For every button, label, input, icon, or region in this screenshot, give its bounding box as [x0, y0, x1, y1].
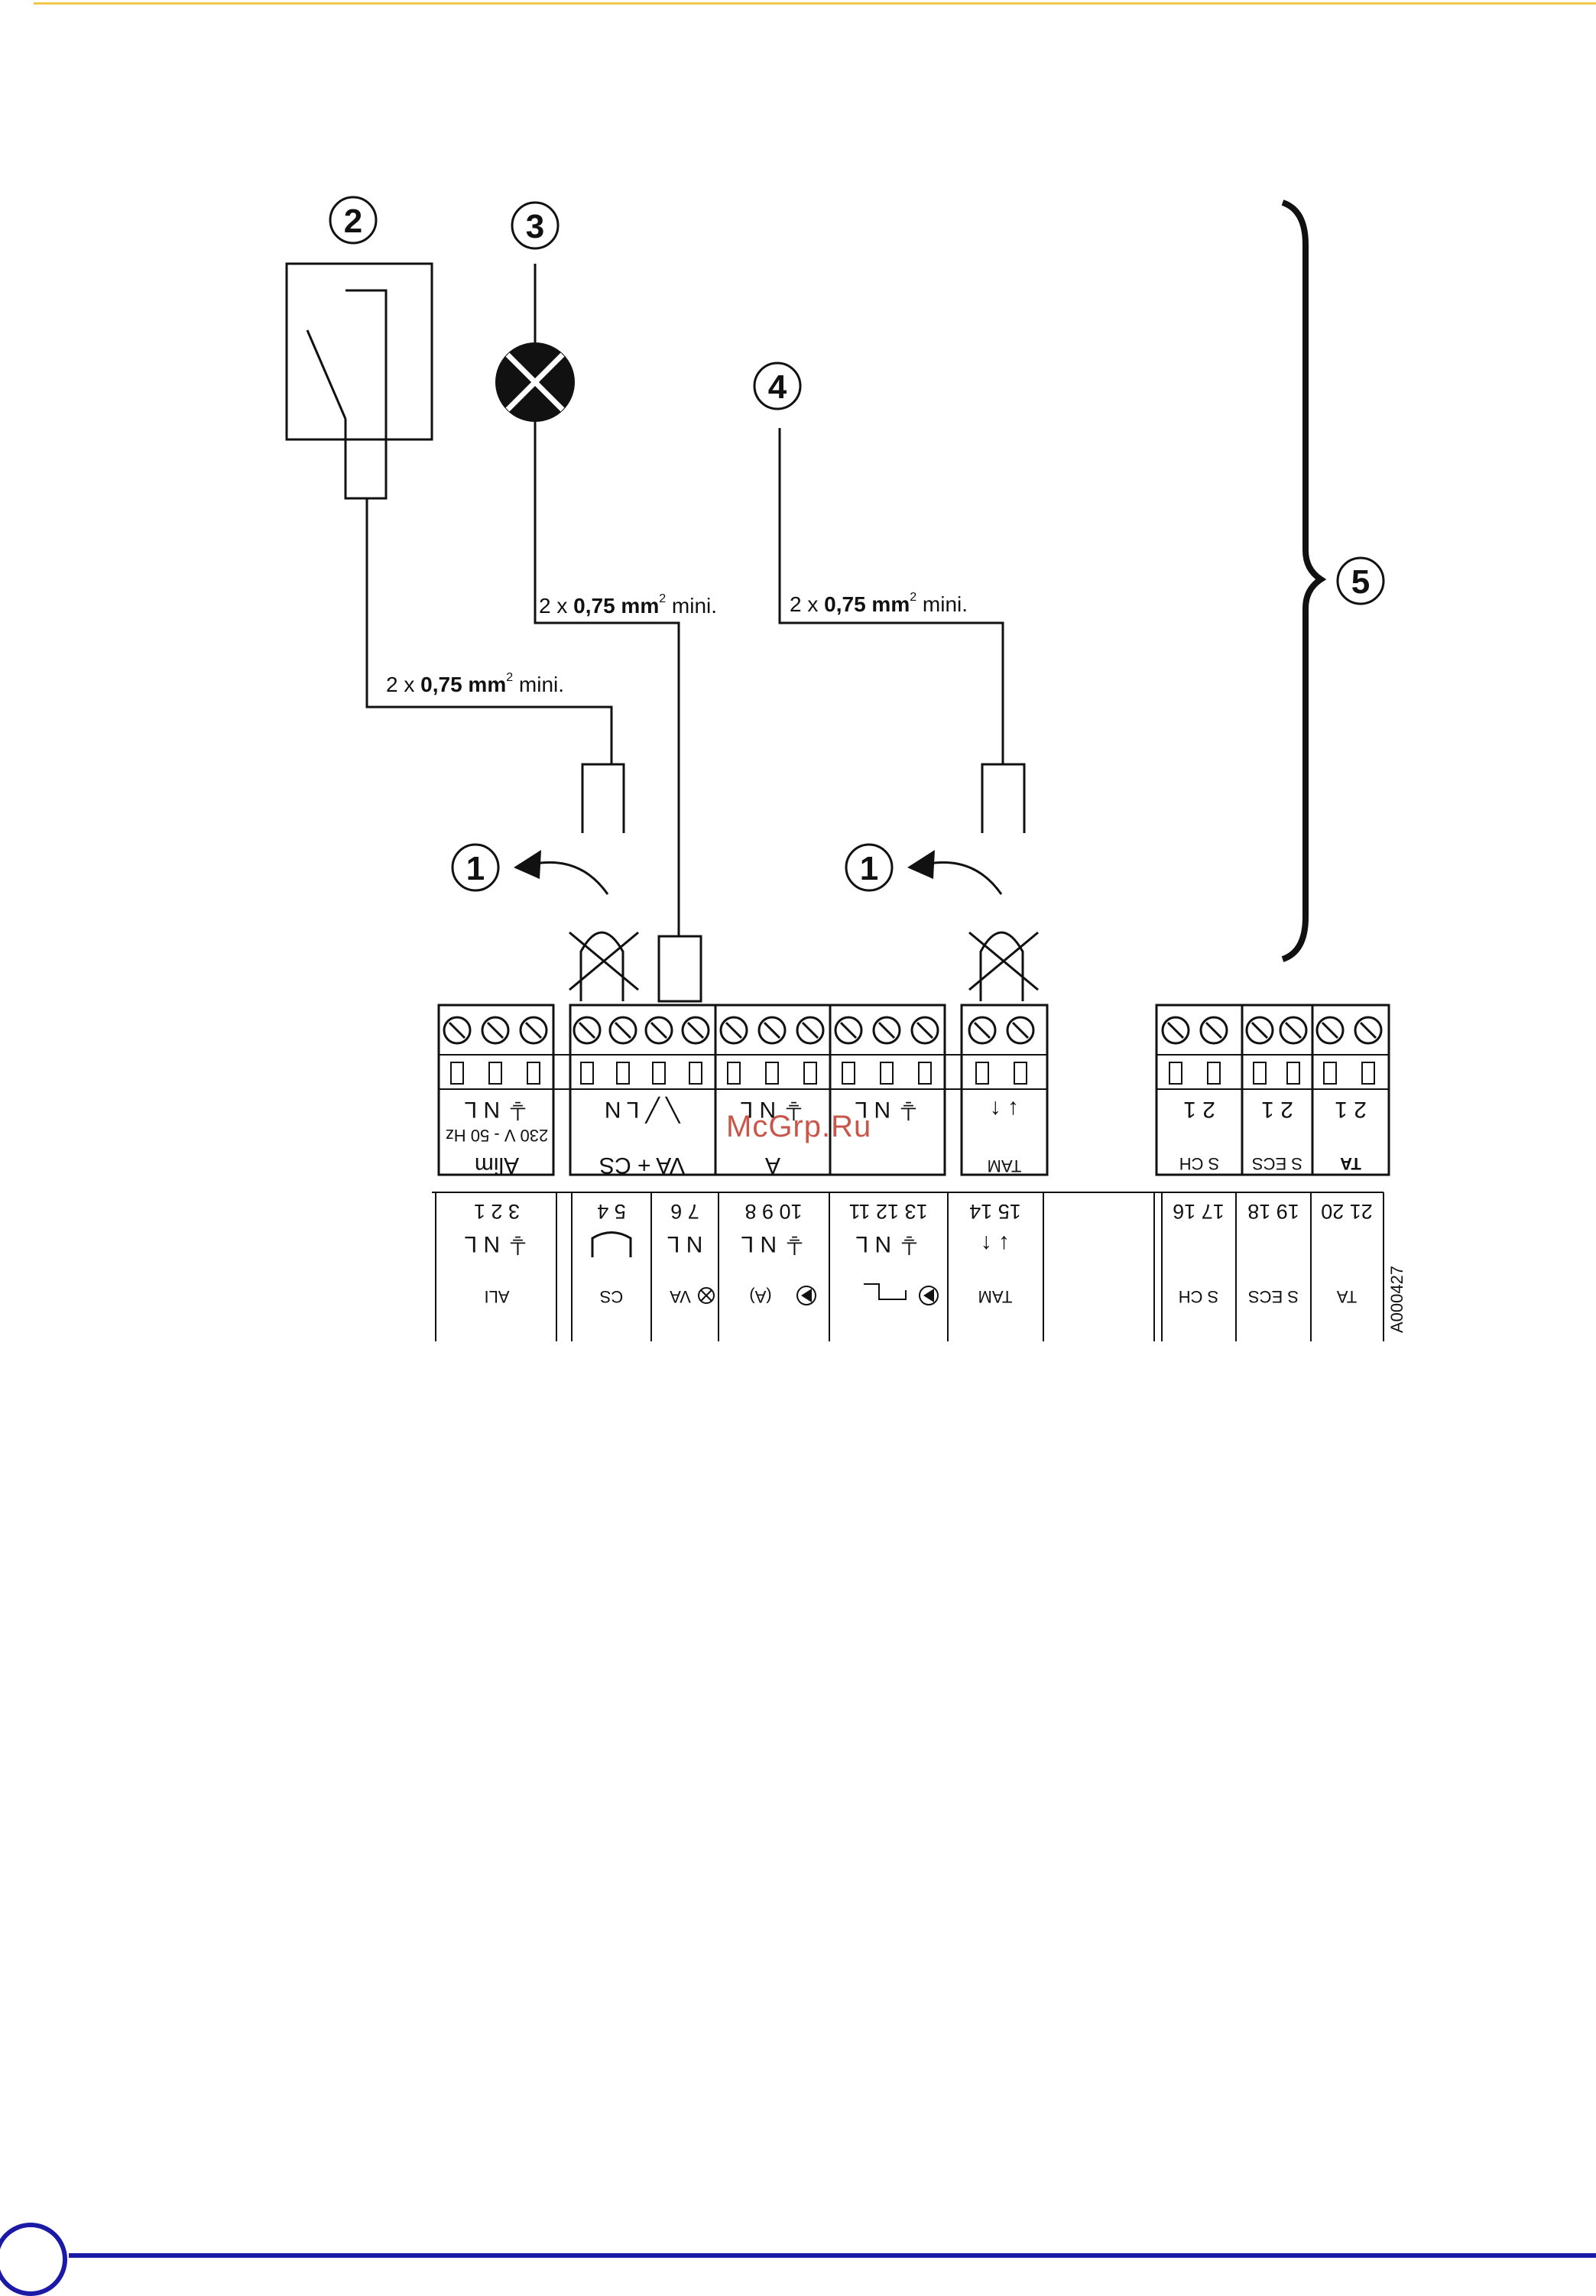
- callout-5: 5: [1338, 558, 1384, 604]
- svg-text:⏚ N L: ⏚ N L: [464, 1231, 529, 1257]
- remove-arrow-left: [514, 850, 608, 894]
- cable-label-4: 2 x 0,75 mm2 mini.: [790, 591, 968, 616]
- svg-text:1: 1: [466, 850, 485, 887]
- brace: [1283, 203, 1321, 959]
- terminal-reference-table: 3 2 1 ⏚ N L ALI 5 4 CS 7 6 N L VA 10 9 8…: [432, 1192, 1406, 1341]
- callout-1-right: 1: [846, 845, 892, 890]
- svg-text:TA: TA: [1340, 1154, 1361, 1173]
- svg-text:⏚ N L: ⏚ N L: [855, 1231, 920, 1257]
- svg-text:19 18: 19 18: [1247, 1200, 1299, 1223]
- svg-text:15 14: 15 14: [969, 1200, 1021, 1223]
- svg-text:A: A: [765, 1153, 780, 1178]
- svg-text:VA: VA: [670, 1287, 691, 1306]
- svg-text:N L: N L: [667, 1231, 703, 1257]
- svg-text:5: 5: [1351, 563, 1370, 601]
- svg-text:2 1: 2 1: [1261, 1097, 1293, 1122]
- remove-arrow-right: [907, 850, 1001, 894]
- svg-text:ALI: ALI: [484, 1287, 509, 1306]
- callout-1-left: 1: [453, 845, 498, 890]
- svg-text:2 1: 2 1: [1183, 1097, 1215, 1122]
- svg-text:21 20: 21 20: [1321, 1200, 1373, 1223]
- plug-left: [582, 764, 624, 833]
- svg-text:5 4: 5 4: [597, 1200, 626, 1223]
- svg-text:S CH: S CH: [1179, 1287, 1219, 1306]
- watermark: McGrp.Ru: [726, 1110, 871, 1144]
- svg-text:10 9 8: 10 9 8: [744, 1200, 802, 1223]
- svg-text:VA + CS: VA + CS: [599, 1153, 685, 1178]
- svg-text:17 16: 17 16: [1173, 1200, 1225, 1223]
- terminal-row: [439, 1005, 1389, 1175]
- callout-4: 4: [754, 363, 800, 409]
- upper-block-labels: ⏚ N L 230 V - 50 Hz Alim ╲ ╱ L N VA + CS…: [446, 1096, 1367, 1178]
- cable-label-2: 2 x 0,75 mm2 mini.: [386, 671, 564, 696]
- svg-text:TAM: TAM: [988, 1156, 1022, 1176]
- svg-text:S CH: S CH: [1179, 1154, 1220, 1173]
- bottom-rule: [69, 2253, 1596, 2258]
- removed-bridge-right: [969, 932, 1038, 1001]
- svg-text:230 V - 50 Hz: 230 V - 50 Hz: [446, 1126, 549, 1145]
- svg-text:(A): (A): [749, 1287, 771, 1306]
- svg-text:↓ ↑: ↓ ↑: [990, 1097, 1019, 1122]
- svg-text:4: 4: [768, 368, 787, 406]
- svg-text:╲ ╱ L N: ╲ ╱ L N: [605, 1096, 681, 1124]
- svg-text:TAM: TAM: [978, 1287, 1013, 1306]
- svg-text:7 6: 7 6: [670, 1200, 699, 1223]
- svg-text:⏚ N L: ⏚ N L: [741, 1231, 806, 1257]
- svg-text:1: 1: [860, 850, 878, 887]
- svg-text:S ECS: S ECS: [1248, 1287, 1299, 1306]
- page-number-circle: [0, 2223, 67, 2296]
- callout-3: 3: [512, 203, 558, 248]
- removed-bridge-left: [569, 932, 638, 1001]
- svg-text:↓ ↑: ↓ ↑: [981, 1231, 1010, 1257]
- svg-text:S ECS: S ECS: [1252, 1154, 1302, 1173]
- svg-text:3 2 1: 3 2 1: [474, 1200, 520, 1223]
- plug-right: [982, 764, 1024, 833]
- svg-text:13 12 11: 13 12 11: [848, 1200, 927, 1223]
- cable-label-3: 2 x 0,75 mm2 mini.: [539, 592, 717, 618]
- va-plug: [659, 936, 701, 1001]
- svg-text:CS: CS: [600, 1287, 624, 1306]
- svg-text:2 1: 2 1: [1335, 1097, 1367, 1122]
- callout-2: 2: [330, 197, 376, 243]
- svg-text:TA: TA: [1336, 1287, 1357, 1306]
- figure-ref: A000427: [1387, 1266, 1406, 1333]
- svg-text:3: 3: [526, 208, 544, 245]
- svg-text:Alim: Alim: [475, 1153, 519, 1178]
- svg-text:⏚ N L: ⏚ N L: [464, 1097, 529, 1122]
- svg-text:2: 2: [344, 203, 362, 240]
